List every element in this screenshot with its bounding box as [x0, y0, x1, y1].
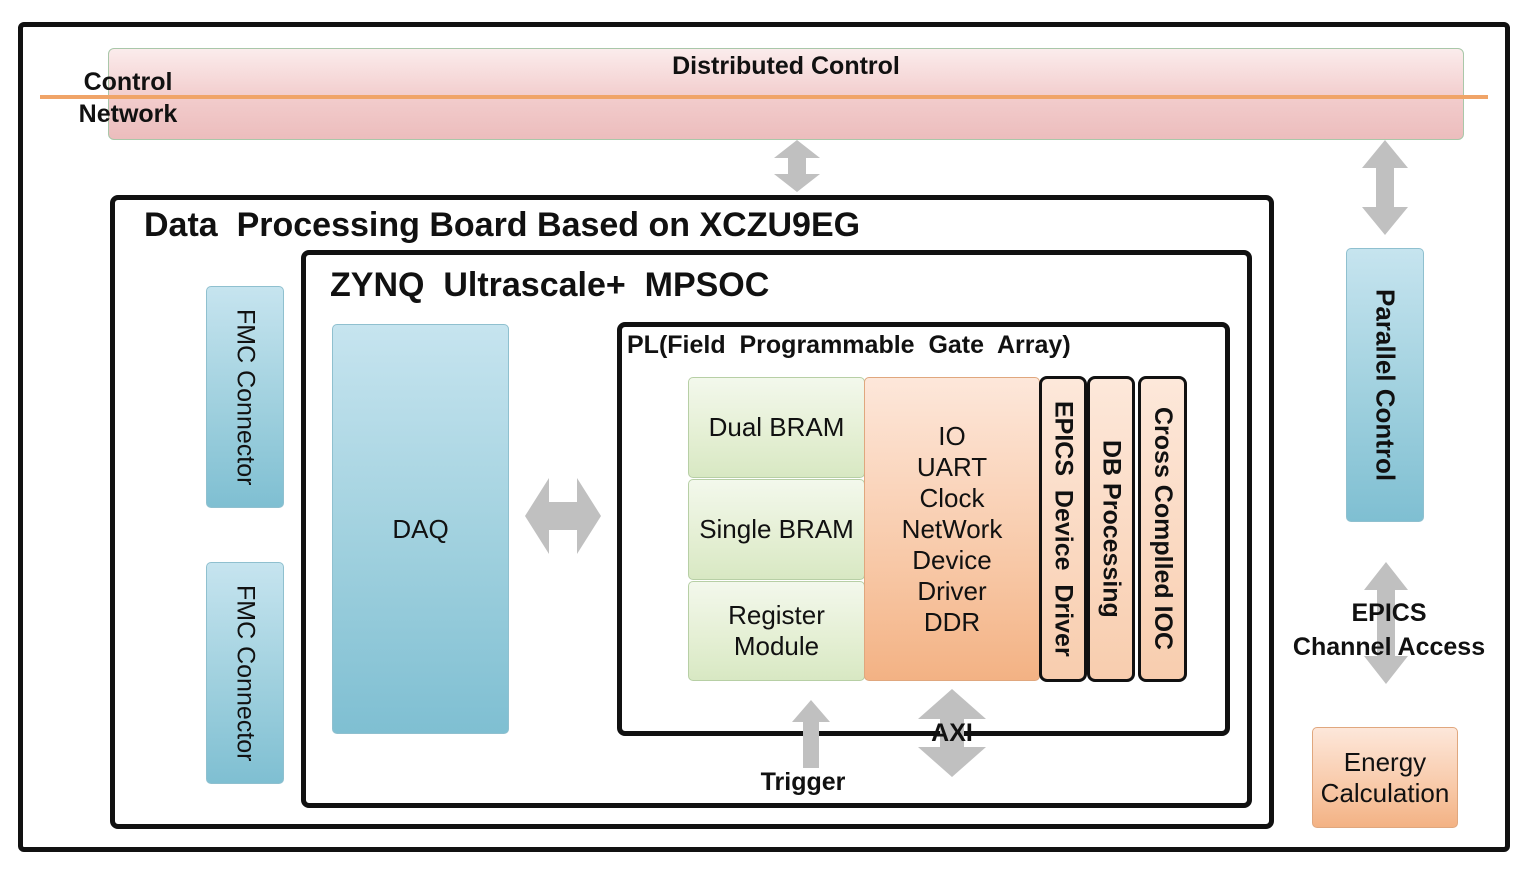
mpsoc-title: ZYNQ Ultrascale+ MPSOC [330, 266, 770, 304]
trigger-label: Trigger [760, 768, 846, 796]
fmc-connector-label: FMC Connector [231, 308, 260, 486]
epics-channel-access-arrow [1364, 562, 1408, 684]
distributed-control-bar [108, 48, 1464, 140]
single-bram-label: Single BRAM [699, 514, 854, 544]
energy-calculation-block: Energy Calculation [1312, 727, 1458, 828]
board-title: Data Processing Board Based on XCZU9EG [144, 206, 861, 244]
single-bram-block: Single BRAM [688, 479, 865, 580]
dual-bram-block: Dual BRAM [688, 377, 865, 478]
uart-line: UART [916, 451, 988, 482]
clock-line: Clock [919, 482, 985, 513]
pl-fpga [617, 322, 1230, 736]
register-module-block: Register Module [688, 581, 865, 681]
daq-block: DAQ [332, 324, 509, 734]
ddr-line: DDR [923, 606, 981, 637]
data-processing-board [110, 195, 1274, 829]
distributed-control-label: Distributed Control [672, 52, 900, 80]
daq-label: DAQ [392, 513, 449, 544]
control-network-line [40, 95, 1488, 99]
pl-title: PL(Field Programmable Gate Array) [627, 331, 1071, 359]
fmc-connector-top: FMC Connector [206, 286, 284, 508]
dual-bram-label: Dual BRAM [708, 412, 845, 442]
register-module-label: Register Module [728, 600, 825, 661]
parallel-control-block: Parallel Control [1346, 248, 1424, 522]
energy-calculation-label: Energy Calculation [1320, 746, 1450, 808]
parallel-control-arrow [1362, 140, 1408, 235]
epics-device-driver-label: EPICS Device Driver [1049, 401, 1078, 657]
daq-pl-arrow [525, 478, 601, 554]
network-line: NetWork [901, 513, 1003, 544]
axi-arrow [918, 689, 986, 777]
epics-device-driver-block: EPICS Device Driver [1039, 376, 1087, 682]
board-bus-arrow [774, 140, 820, 192]
parallel-control-label: Parallel Control [1370, 288, 1401, 482]
db-processing-block: DB Processing [1087, 376, 1135, 682]
fmc-connector-label: FMC Connector [231, 584, 260, 762]
cross-compiled-ioc-block: Cross Complled IOC [1138, 376, 1187, 682]
device-line: Device [912, 544, 992, 575]
cross-compiled-ioc-label: Cross Complled IOC [1149, 407, 1177, 651]
io-driver-block: IO UART Clock NetWork Device Driver DDR [864, 377, 1040, 681]
axi-label: AXI [931, 719, 973, 747]
outer-frame [18, 22, 1510, 852]
epics-channel-access-label: EPICS Channel Access [1292, 599, 1486, 661]
io-line: IO [938, 420, 966, 451]
control-network-label: Control Network [78, 68, 178, 128]
driver-line: Driver [917, 575, 987, 606]
trigger-arrow [792, 700, 830, 768]
db-processing-label: DB Processing [1097, 440, 1126, 618]
zynq-mpsoc [301, 250, 1252, 808]
fmc-connector-bottom: FMC Connector [206, 562, 284, 784]
